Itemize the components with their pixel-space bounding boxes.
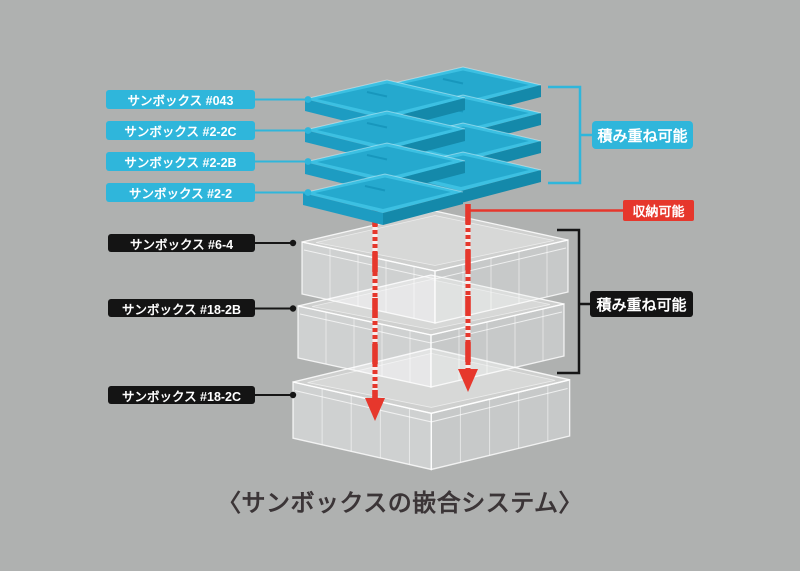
- annotation-stackable-crates: 積み重ね可能: [590, 291, 693, 317]
- crate-stack: [292, 210, 571, 471]
- crate-connector-0: [255, 239, 297, 247]
- stackable-bracket-lids: [548, 85, 592, 185]
- annotation-storable: 収納可能: [623, 200, 694, 221]
- lid-label-043: サンボックス #043: [106, 90, 255, 109]
- diagram-caption: 〈サンボックスの嵌合システム〉: [216, 490, 584, 517]
- crate-label-18-2B: サンボックス #18-2B: [108, 299, 255, 317]
- arrowhead-right: [458, 369, 478, 392]
- crate-label-6-4: サンボックス #6-4: [108, 234, 255, 252]
- red-drop-arrow-right: [458, 204, 478, 392]
- crate-connector-2: [255, 391, 297, 399]
- lid-connector-3: [255, 189, 312, 196]
- crate-label-18-2C: サンボックス #18-2C: [108, 386, 255, 404]
- lid-label-2-2B: サンボックス #2-2B: [106, 152, 255, 171]
- lid-connector-2: [255, 158, 312, 165]
- lid-label-2-2C: サンボックス #2-2C: [106, 121, 255, 140]
- red-drop-arrow-left: [365, 206, 385, 421]
- lid-connector-0: [255, 96, 312, 103]
- crate-connector-1: [255, 305, 297, 312]
- lid-label-2-2: サンボックス #2-2: [106, 183, 255, 202]
- lid-connector-1: [255, 127, 312, 134]
- stackable-bracket-crates: [557, 228, 590, 375]
- annotation-stackable-lids: 積み重ね可能: [592, 121, 693, 149]
- arrowhead-left: [365, 398, 385, 421]
